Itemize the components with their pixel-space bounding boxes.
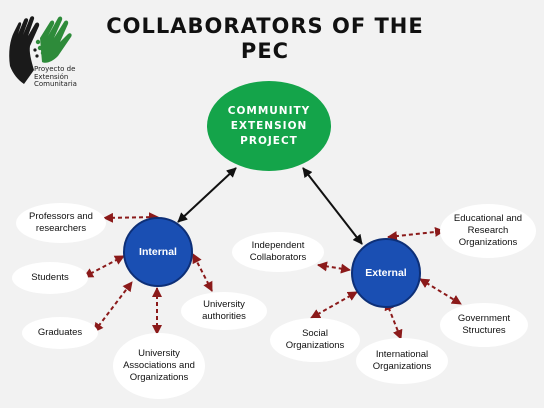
node-government: Government Structures — [440, 303, 528, 347]
link-main-external — [302, 167, 363, 245]
link-external-social — [310, 291, 358, 319]
node-independent: Independent Collaborators — [232, 232, 324, 272]
pec-logo — [9, 16, 72, 84]
link-main-internal — [177, 167, 237, 223]
node-graduates: Graduates — [22, 317, 98, 349]
link-external-educational — [387, 226, 445, 242]
node-associations: University Associations and Organization… — [113, 333, 205, 399]
link-internal-authorities — [192, 253, 213, 292]
internal-node: Internal — [123, 217, 193, 287]
link-external-government — [419, 278, 462, 305]
link-external-independent — [317, 261, 351, 274]
page-title: COLLABORATORS OF THE PEC — [106, 14, 424, 63]
logo-text: Proyecto de Extensión Comunitaria — [34, 65, 77, 88]
link-internal-students — [83, 255, 125, 278]
node-social: Social Organizations — [270, 318, 360, 362]
node-professors: Professors and researchers — [16, 203, 106, 243]
external-node: External — [351, 238, 421, 308]
main-node: COMMUNITY EXTENSION PROJECT — [207, 81, 331, 171]
node-international: International Organizations — [356, 338, 448, 384]
node-authorities: University authorities — [181, 292, 267, 330]
node-students: Students — [12, 262, 88, 294]
link-internal-graduates — [93, 281, 133, 333]
node-educational: Educational and Research Organizations — [440, 204, 536, 258]
